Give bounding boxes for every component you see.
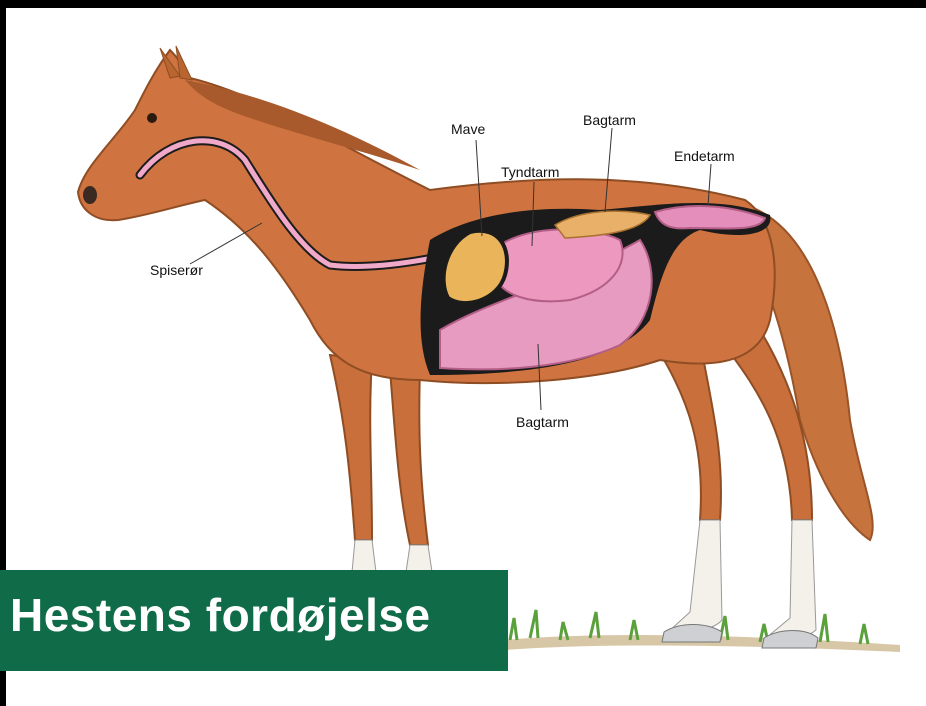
label-bagtarm-top: Bagtarm [583,112,636,128]
horse-nostril [83,186,97,204]
label-mave: Mave [451,121,485,137]
label-tyndtarm: Tyndtarm [501,164,559,180]
label-bagtarm-bottom: Bagtarm [516,414,569,430]
page-title: Hestens fordøjelse [10,588,431,642]
horse-eye [147,113,157,123]
title-banner: Hestens fordøjelse [0,570,508,671]
label-endetarm: Endetarm [674,148,735,164]
label-spiseroer: Spiserør [150,262,203,278]
